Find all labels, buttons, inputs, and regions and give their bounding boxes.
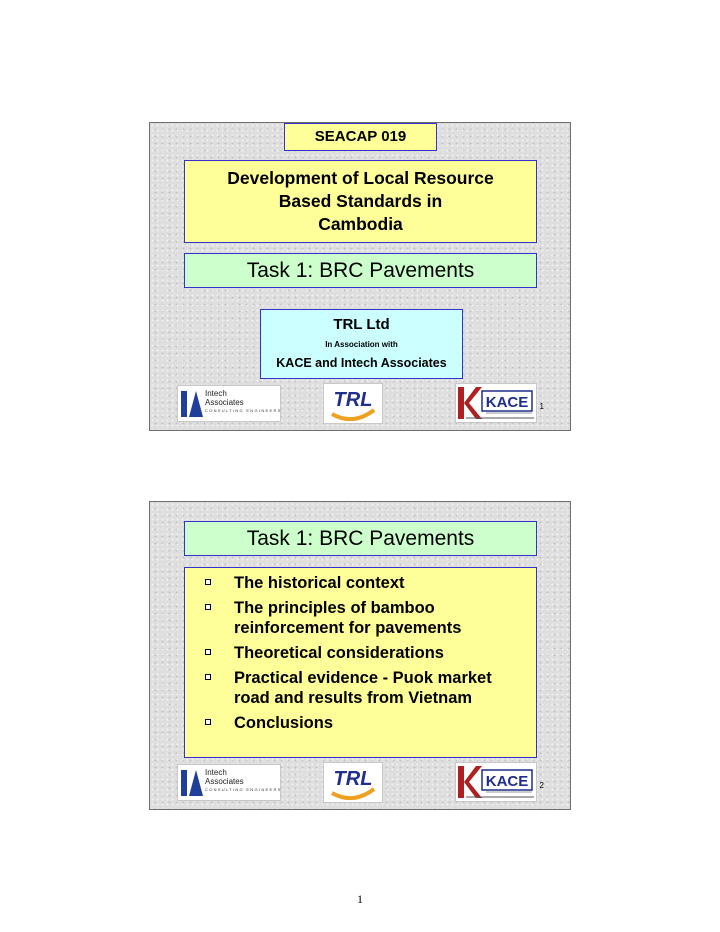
list-item: Conclusions (185, 713, 536, 733)
slide-page-number: 1 (539, 402, 544, 411)
logo-strip: Intech Associates CONSULTING ENGINEERS T… (177, 762, 547, 804)
task-heading: Task 1: BRC Pavements (184, 253, 537, 288)
title-line-1: Development of Local Resource (227, 168, 494, 188)
intech-line-1: Intech (205, 389, 227, 398)
square-bullet-icon (205, 604, 211, 610)
list-item: The principles of bamboo reinforcement f… (185, 598, 536, 638)
kace-logo: KACE (455, 762, 537, 802)
task-heading: Task 1: BRC Pavements (184, 521, 537, 556)
kace-logo: KACE (455, 383, 537, 423)
square-bullet-icon (205, 579, 211, 585)
intech-logo: Intech Associates CONSULTING ENGINEERS (177, 764, 281, 801)
slide-2: Task 1: BRC Pavements The historical con… (149, 501, 571, 810)
svg-text:KACE: KACE (486, 394, 529, 411)
intech-name: Intech Associates (205, 768, 244, 786)
intech-logo: Intech Associates CONSULTING ENGINEERS (177, 385, 281, 422)
kace-logo-icon: KACE (458, 387, 534, 419)
logo-strip: Intech Associates CONSULTING ENGINEERS T… (177, 383, 547, 425)
list-item-text: Practical evidence - Puok market road an… (234, 669, 492, 707)
organization-box: TRL Ltd In Association with KACE and Int… (260, 309, 463, 379)
title-line-2: Based Standards in (278, 191, 443, 211)
slide-1: SEACAP 019 Development of Local Resource… (149, 122, 571, 431)
org-partners: KACE and Intech Associates (276, 356, 447, 370)
kace-logo-icon: KACE (458, 766, 534, 798)
org-name: TRL Ltd (333, 316, 390, 333)
slide-page-number: 2 (539, 781, 544, 790)
svg-text:KACE: KACE (486, 773, 529, 790)
intech-name: Intech Associates (205, 389, 244, 407)
list-item-text: Theoretical considerations (234, 644, 444, 662)
trl-logo-icon: TRL (331, 389, 376, 422)
intech-logo-icon (181, 391, 203, 417)
svg-text:TRL: TRL (334, 768, 373, 790)
list-item: The historical context (185, 573, 536, 593)
project-code: SEACAP 019 (284, 123, 437, 151)
list-item-text: The principles of bamboo reinforcement f… (234, 599, 462, 637)
intech-line-2: Associates (205, 398, 244, 407)
title-line-3: Cambodia (318, 214, 403, 234)
square-bullet-icon (205, 719, 211, 725)
svg-text:TRL: TRL (334, 389, 373, 411)
slide-title: Development of Local Resource Based Stan… (184, 160, 537, 243)
agenda-list: The historical context The principles of… (184, 567, 537, 758)
list-item: Theoretical considerations (185, 643, 536, 663)
list-item-text: Conclusions (234, 714, 334, 732)
org-association: In Association with (325, 340, 398, 349)
trl-logo: TRL (323, 383, 383, 424)
intech-line-2: Associates (205, 777, 244, 786)
trl-logo-icon: TRL (331, 768, 376, 801)
intech-tagline: CONSULTING ENGINEERS (205, 787, 282, 792)
list-item-text: The historical context (234, 574, 405, 592)
intech-logo-icon (181, 770, 203, 796)
intech-tagline: CONSULTING ENGINEERS (205, 408, 282, 413)
list-item: Practical evidence - Puok market road an… (185, 668, 536, 708)
trl-logo: TRL (323, 762, 383, 803)
square-bullet-icon (205, 649, 211, 655)
intech-line-1: Intech (205, 768, 227, 777)
document-page-number: 1 (357, 892, 363, 906)
square-bullet-icon (205, 674, 211, 680)
